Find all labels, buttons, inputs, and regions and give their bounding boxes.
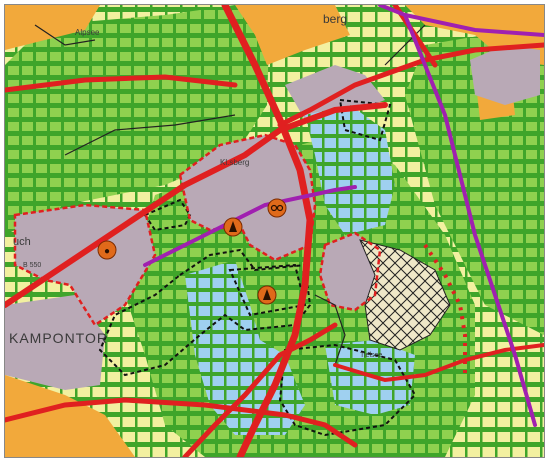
green-zone-top-left [5, 5, 270, 235]
marker-icon-center-a [223, 217, 243, 237]
marker-icon-left: ● [97, 240, 117, 260]
industrial-zone-bottom-left [5, 375, 135, 457]
main-roads [5, 5, 544, 457]
label-road-left: B 550 [23, 262, 41, 269]
settlement-top-right [470, 45, 540, 105]
land-use-map: ● berg Alpsee Kl.sberg uch B 550 KAMPONT… [4, 4, 545, 458]
industrial-zone-top-center [235, 5, 350, 65]
label-left-place: uch [13, 236, 31, 248]
rail-lines [143, 5, 544, 427]
map-canvas: ● berg Alpsee Kl.sberg uch B 550 KAMPONT… [5, 5, 544, 457]
minor-roads [34, 24, 426, 366]
settlement-left [15, 205, 155, 325]
label-bottom-left: KAMPONTOR [9, 330, 108, 346]
protected-boundaries [98, 98, 417, 437]
label-top-center: berg [323, 12, 347, 26]
label-top-left: Alpsee [75, 28, 100, 37]
crosshatch-area [359, 239, 451, 351]
label-lake-right: Tielsee [360, 352, 382, 359]
construction-markers: ● [97, 198, 287, 305]
industrial-zone-top-left [5, 5, 100, 50]
label-settlement-center: Kl.sberg [220, 158, 249, 167]
marker-icon-center-b [267, 198, 287, 218]
settlement-bottom-left [5, 295, 105, 390]
svg-text:●: ● [104, 246, 110, 257]
marker-icon-south [257, 285, 277, 305]
